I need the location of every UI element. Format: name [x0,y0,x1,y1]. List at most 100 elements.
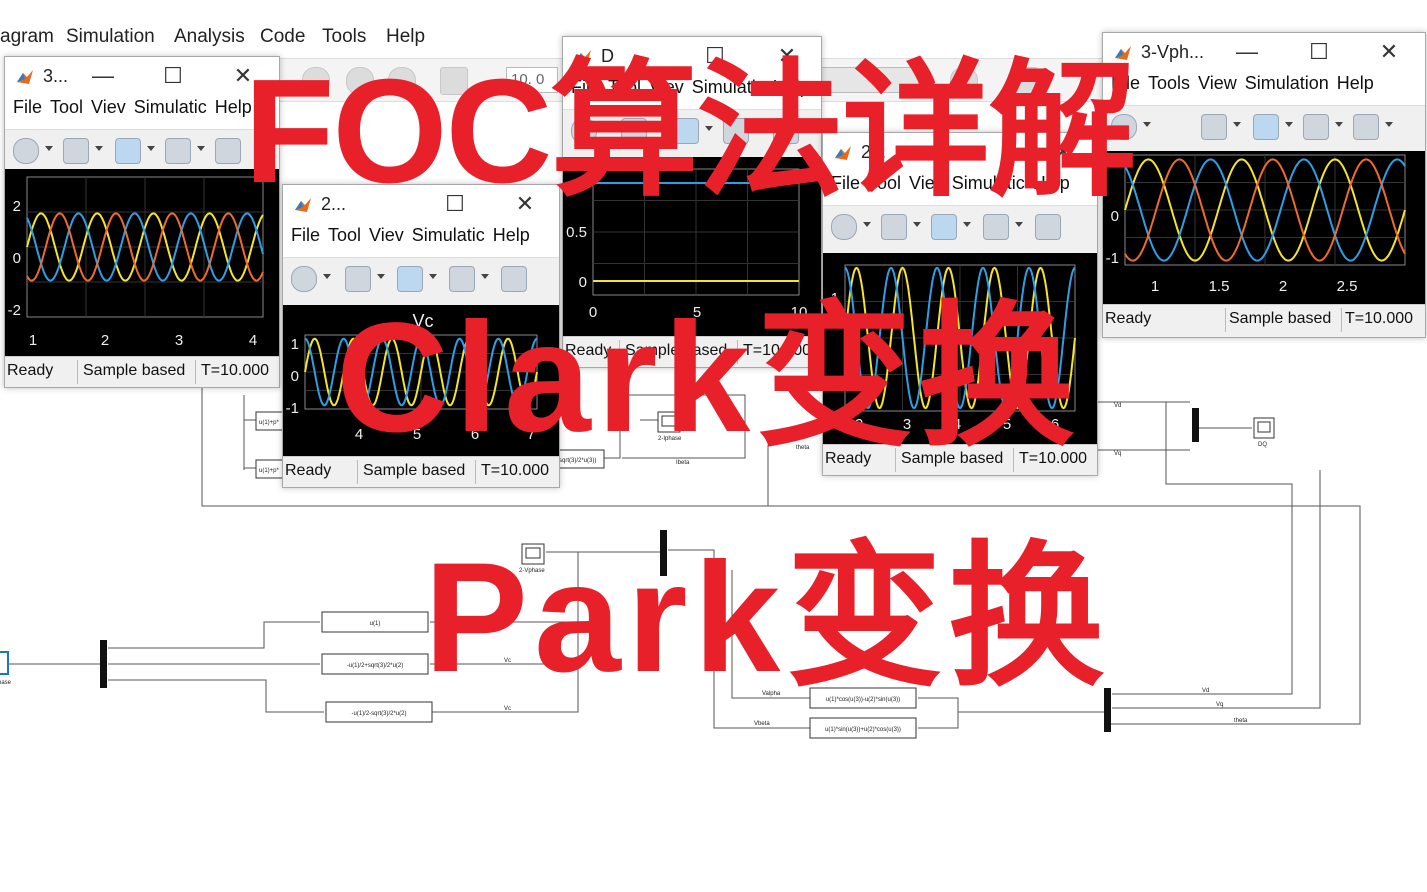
measure-icon[interactable] [215,138,241,164]
menu-simulation[interactable]: Simulation [66,26,155,47]
stop-time-field[interactable]: 10. 0 [506,67,558,93]
scope2-menu-view[interactable]: Viev [369,225,404,245]
fcn-block-park1[interactable] [809,687,917,709]
fcn-top2-text: u(1)+p* [259,468,280,474]
scope1-menu-tools[interactable]: Tool [50,97,84,117]
scope1-menu-view[interactable]: Viev [91,97,126,117]
signal-selector-icon[interactable] [1201,114,1227,140]
scope1-menu-help[interactable]: Help [214,97,252,117]
scope1-menu-simulation[interactable]: Simulatic [133,97,207,117]
measure-icon[interactable] [773,118,799,144]
mux-park[interactable] [1104,688,1111,732]
fit-axes-icon[interactable] [449,266,475,292]
scope2-menu-file[interactable]: File [291,225,321,245]
scope5-menu-view[interactable]: View [1198,73,1237,93]
gear-icon[interactable] [1111,114,1137,140]
fcn-block-park2[interactable] [809,717,917,739]
scope4-menu-tools[interactable]: Tool [868,173,902,193]
scope-block-dq[interactable] [1253,417,1275,439]
maximize-icon[interactable]: ☐ [705,43,725,68]
left-scope-block[interactable] [0,651,9,675]
scope-block-2vphase[interactable] [521,543,545,565]
measure-icon[interactable] [1353,114,1379,140]
mux-dq[interactable] [1192,408,1199,442]
scope3-menu-simulation[interactable]: Simulatic [691,77,765,97]
signal-selector-icon[interactable] [881,214,907,240]
build-button[interactable] [1010,67,1038,95]
zoom-in-icon[interactable] [397,266,423,292]
gear-icon[interactable] [13,138,39,164]
close-icon[interactable]: ✕ [777,43,797,68]
scope2-menu-simulation[interactable]: Simulatic [411,225,485,245]
menu-diagram[interactable]: agram [0,26,54,47]
fit-axes-icon[interactable] [723,118,749,144]
scope5-menu-file[interactable]: File [1111,73,1141,93]
scope3-menu-help[interactable]: Help [772,77,810,97]
fit-axes-icon[interactable] [983,214,1009,240]
mux-three-phase[interactable] [100,640,107,688]
stop-button[interactable] [388,67,416,95]
signal-selector-icon[interactable] [345,266,371,292]
scope-block-2iphase[interactable] [657,411,681,433]
step-forward-button[interactable] [346,67,374,95]
menu-code[interactable]: Code [260,26,306,47]
close-icon[interactable]: ✕ [515,191,535,216]
scope4-menu-view[interactable]: Viev [909,173,944,193]
scope5-menu-help[interactable]: Help [1336,73,1374,93]
scope2-menu-help[interactable]: Help [492,225,530,245]
fit-axes-icon[interactable] [165,138,191,164]
fcn-block-vc1[interactable] [321,611,429,633]
scope5-menu-simulation[interactable]: Simulation [1244,73,1329,93]
scope1-menu-file[interactable]: File [13,97,43,117]
record-button[interactable] [950,67,978,95]
maximize-icon[interactable]: ☐ [445,191,465,216]
scope5-menu-tools[interactable]: Tools [1148,73,1191,93]
close-icon[interactable]: ✕ [1379,39,1399,64]
fcn-block-vc2[interactable] [321,653,429,675]
signal-selector-icon[interactable] [63,138,89,164]
gear-icon[interactable] [291,266,317,292]
maximize-icon[interactable]: ☐ [163,63,183,88]
fcn-block-vc3[interactable] [325,701,433,723]
run-button[interactable] [302,67,330,95]
scope4-menu-help[interactable]: Help [1032,173,1070,193]
measure-icon[interactable] [501,266,527,292]
zoom-in-icon[interactable] [1253,114,1279,140]
zoom-in-icon[interactable] [673,118,699,144]
simulation-mode-select[interactable] [820,67,926,93]
fit-axes-icon[interactable] [1303,114,1329,140]
scope2-menu-tools[interactable]: Tool [328,225,362,245]
menu-tools[interactable]: Tools [322,26,367,47]
gear-icon[interactable] [571,118,597,144]
scope4-menu-file[interactable]: File [831,173,861,193]
signal-selector-icon[interactable] [621,118,647,144]
scope-library-button[interactable] [440,67,468,95]
zoom-in-icon[interactable] [115,138,141,164]
menu-help[interactable]: Help [386,26,426,47]
gear-icon[interactable] [831,214,857,240]
mux-vphase[interactable] [660,530,667,576]
scope3-menu-tools[interactable]: Tool [608,77,642,97]
zoom-x-icon[interactable] [931,214,957,240]
scope3-menu-view[interactable]: Viev [649,77,684,97]
close-icon[interactable]: ✕ [233,63,253,88]
minimize-icon[interactable]: — [92,63,114,88]
menu-analysis[interactable]: Analysis [174,26,245,47]
scope4-menu-simulation[interactable]: Simulatic [951,173,1025,193]
scope3-menu-file[interactable]: File [571,77,601,97]
minimize-icon[interactable]: — [1236,39,1258,64]
measure-icon[interactable] [1035,214,1061,240]
maximize-icon[interactable]: ☐ [1309,39,1329,64]
close-icon[interactable]: ✕ [1053,139,1073,164]
